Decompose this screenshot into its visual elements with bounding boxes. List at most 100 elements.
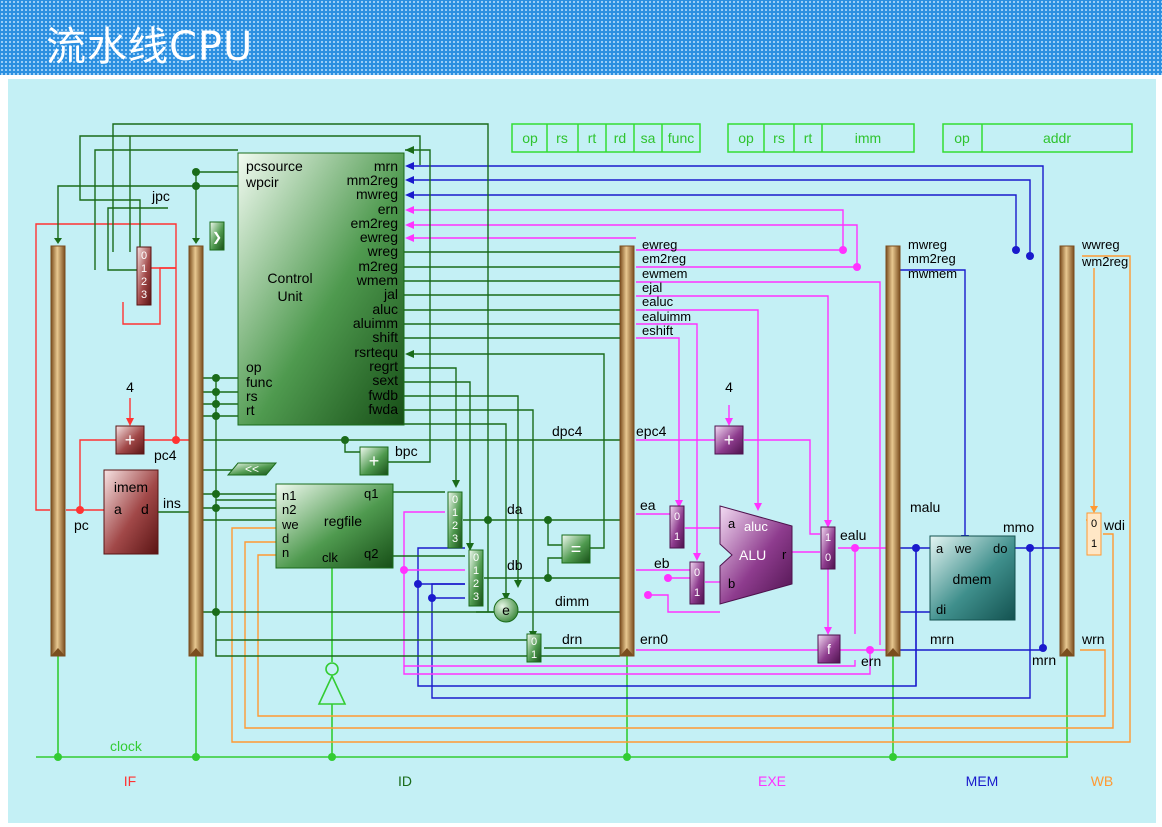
fmt-i-imm: imm [855, 130, 881, 146]
exemem-mwreg: mwreg [908, 237, 947, 252]
instruction-format-j [942, 123, 1133, 153]
jal-mux [820, 526, 836, 570]
fwda-1: 1 [452, 507, 458, 519]
imem-label: imem [114, 479, 148, 495]
wpcir-gate-symbol: ❯ [212, 230, 222, 244]
extend-block [493, 597, 519, 623]
idexe-em2reg: em2reg [642, 251, 686, 266]
pc-adder-symbol: + [125, 430, 136, 450]
instruction-format-i [727, 123, 915, 153]
cu-aluimm: aluimm [353, 315, 398, 331]
fmt-r-op: op [522, 130, 538, 146]
extend-symbol: e [502, 602, 510, 618]
label-pc4: pc4 [154, 447, 177, 463]
label-da: da [507, 501, 523, 517]
idexe-ewmem: ewmem [642, 266, 688, 281]
regrt-1: 1 [531, 649, 537, 661]
jal-mux-0: 0 [825, 552, 831, 564]
epc-adder-symbol: + [724, 430, 735, 450]
wb-mux [1086, 512, 1102, 556]
cu-shift: shift [372, 329, 398, 345]
cu-regrt: regrt [369, 358, 398, 374]
cu-sext: sext [372, 372, 398, 388]
label-ern0: ern0 [640, 631, 668, 647]
clock-label: clock [110, 738, 143, 754]
dmem-we: we [954, 541, 972, 556]
memwb-wm2reg: wm2reg [1081, 254, 1128, 269]
imem-d: d [141, 501, 149, 517]
fmt-r-func: func [668, 130, 694, 146]
rf-q2: q2 [364, 546, 378, 561]
dmem-do: do [993, 541, 1007, 556]
label-ins: ins [163, 495, 181, 511]
dmem-block [929, 535, 1016, 621]
control-unit-title-1: Control [267, 270, 312, 286]
label-bpc: bpc [395, 443, 418, 459]
label-mmo: mmo [1003, 519, 1034, 535]
cu-mm2reg: mm2reg [347, 172, 398, 188]
fwdb-mux [468, 549, 484, 607]
f-block [817, 634, 841, 664]
idexe-eshift: eshift [642, 323, 673, 338]
shift-mux-1: 1 [674, 531, 680, 543]
wb-wires [231, 255, 1131, 743]
label-dpc4: dpc4 [552, 423, 583, 439]
pipeline-registers [50, 245, 1075, 657]
cu-func: func [246, 374, 272, 390]
compare-block [561, 534, 591, 564]
title-banner: 流水线CPU [0, 0, 1162, 75]
fwda-0: 0 [452, 494, 458, 506]
fmt-j-addr: addr [1043, 130, 1071, 146]
jal-mux-1: 1 [825, 532, 831, 544]
exe-mem-register [885, 245, 901, 657]
label-eb: eb [654, 555, 670, 571]
stage-id: ID [398, 773, 412, 789]
rf-n1: n1 [282, 488, 296, 503]
pc-mux-3: 3 [141, 289, 147, 301]
fwdb-3: 3 [473, 591, 479, 603]
fwdb-0: 0 [473, 552, 479, 564]
fwdb-2: 2 [473, 578, 479, 590]
cu-em2reg: em2reg [351, 215, 398, 231]
stage-if: IF [124, 773, 136, 789]
alu-b: b [728, 576, 735, 591]
shift-mux-0: 0 [674, 511, 680, 523]
cu-jal: jal [383, 286, 398, 302]
stage-wb: WB [1091, 773, 1114, 789]
fmt-i-op: op [738, 130, 754, 146]
pc-mux-2: 2 [141, 276, 147, 288]
rf-we: we [281, 517, 299, 532]
mem-wires [412, 165, 1062, 699]
fmt-r-rt: rt [588, 130, 597, 146]
label-ealu: ealu [840, 527, 866, 543]
shift-mux [669, 505, 685, 549]
pc-increment-4: 4 [126, 379, 134, 395]
f-symbol: f [827, 641, 831, 657]
fmt-r-rs: rs [556, 130, 568, 146]
idexe-ealuimm: ealuimm [642, 309, 691, 324]
wb-mux-1: 1 [1091, 538, 1097, 550]
fmt-i-rt: rt [804, 130, 813, 146]
control-unit [237, 152, 405, 426]
fwda-mux [447, 491, 463, 549]
fwda-2: 2 [452, 520, 458, 532]
aluimm-mux [689, 561, 705, 605]
regrt-mux [526, 633, 542, 663]
page-title: 流水线CPU [46, 24, 254, 70]
cu-rs: rs [246, 388, 258, 404]
label-drn: drn [562, 631, 582, 647]
label-pc: pc [74, 517, 89, 533]
rf-d: d [282, 531, 289, 546]
shift-left-symbol: << [245, 462, 259, 476]
fwdb-1: 1 [473, 565, 479, 577]
exemem-mwmem: mwmem [908, 266, 957, 281]
fwda-3: 3 [452, 533, 458, 545]
aluimm-mux-0: 0 [694, 567, 700, 579]
pc-mux-1: 1 [141, 263, 147, 275]
cu-m2reg: m2reg [358, 258, 398, 274]
alu-name: ALU [739, 547, 766, 563]
imem-block [103, 469, 159, 555]
pc-mux-0: 0 [141, 250, 147, 262]
instruction-format-r [511, 123, 701, 153]
